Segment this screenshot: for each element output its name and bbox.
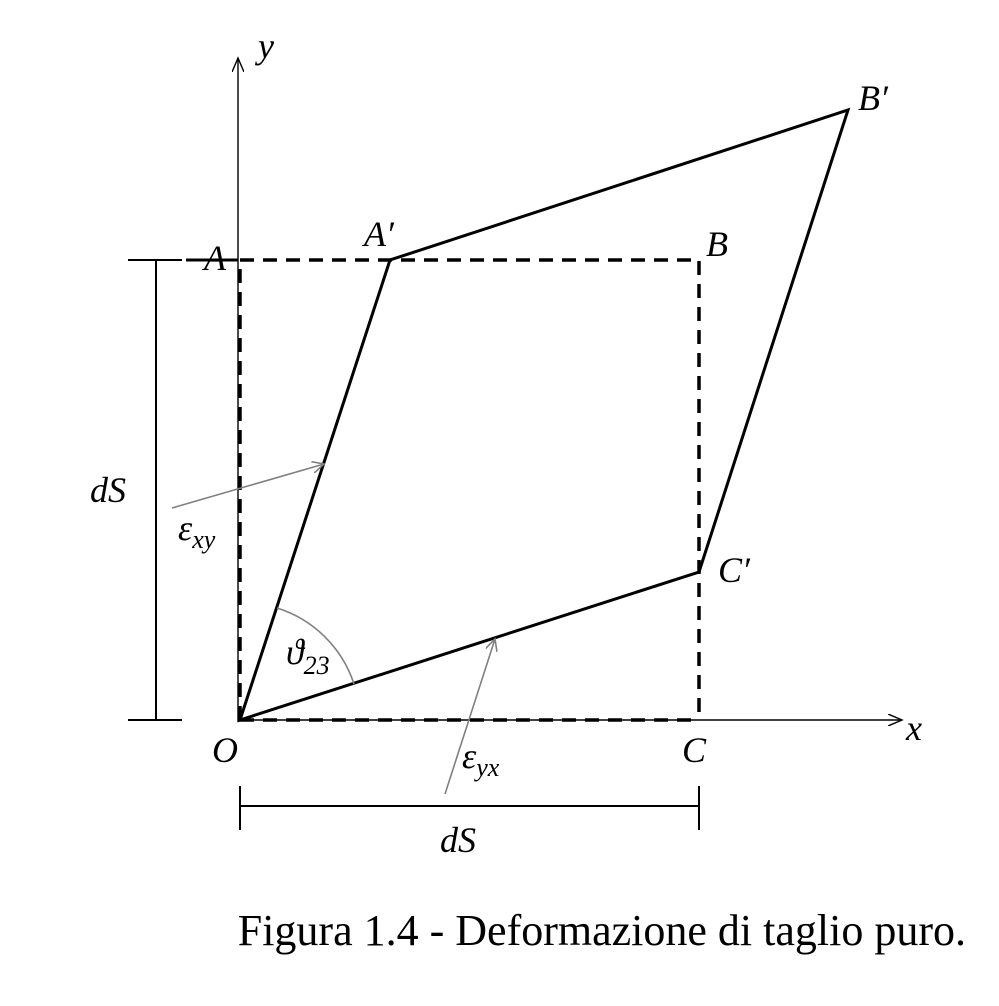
label-point-b-prime: B′ <box>858 78 889 118</box>
label-x-axis: x <box>905 708 922 748</box>
label-dim-horizontal: dS <box>440 820 476 860</box>
label-strain-xy: εxy <box>178 508 216 554</box>
label-point-b: B <box>706 224 728 264</box>
angle-arc <box>276 607 355 685</box>
label-point-c: C <box>682 730 707 770</box>
label-origin: O <box>212 730 238 770</box>
label-y-axis: y <box>255 26 274 66</box>
label-dim-vertical: dS <box>90 470 126 510</box>
original-square-dashed <box>238 258 701 720</box>
deformed-parallelogram <box>237 107 851 723</box>
label-point-a: A <box>202 238 227 278</box>
strain-xy-arrow <box>171 464 324 509</box>
strain-yx-arrow <box>444 639 495 795</box>
label-point-a-prime: A′ <box>362 214 395 254</box>
figure-caption: Figura 1.4 - Deformazione di taglio puro… <box>237 906 966 955</box>
label-point-c-prime: C′ <box>718 550 751 590</box>
label-angle: ϑ23 <box>286 632 330 680</box>
label-strain-yx: εyx <box>462 736 500 782</box>
